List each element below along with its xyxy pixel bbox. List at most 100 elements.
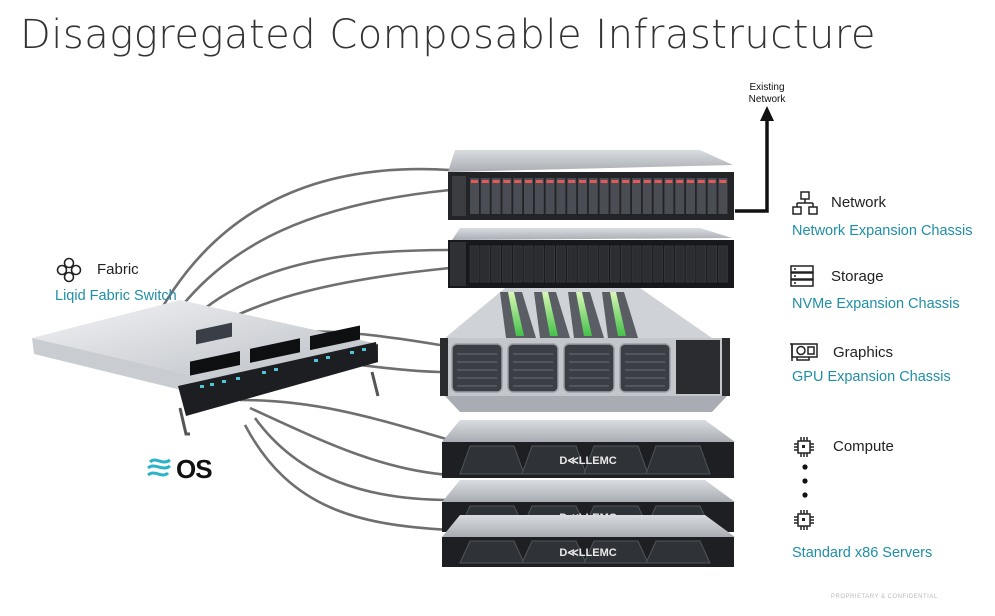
drive-bay bbox=[545, 178, 555, 214]
liqid-logo-icon bbox=[146, 456, 174, 485]
fan-grille bbox=[451, 343, 503, 393]
server-brand-text: D≪LLEMC bbox=[559, 455, 616, 467]
existing-network-line2: Network bbox=[748, 94, 786, 105]
drive-led bbox=[579, 180, 586, 183]
nvme-bay bbox=[502, 245, 512, 283]
drive-bay bbox=[534, 178, 544, 214]
nvme-bay bbox=[631, 245, 642, 283]
nvme-bay bbox=[674, 245, 685, 283]
storage-sub-label: NVMe Expansion Chassis bbox=[792, 296, 960, 312]
drive-led bbox=[514, 180, 522, 183]
drive-bay bbox=[556, 178, 566, 214]
nvme-bay bbox=[577, 245, 588, 283]
storage-chassis bbox=[448, 228, 734, 288]
network-sub-label: Network Expansion Chassis bbox=[792, 223, 973, 239]
server-top bbox=[442, 515, 735, 537]
drive-led bbox=[503, 180, 511, 183]
storage-icon bbox=[790, 265, 814, 292]
drive-bay bbox=[599, 178, 609, 214]
cpu-icon bbox=[792, 508, 816, 537]
drive-led bbox=[719, 180, 727, 183]
nvme-bay bbox=[696, 245, 707, 283]
drive-bay bbox=[675, 178, 685, 214]
nvme-bay bbox=[685, 245, 696, 283]
drive-bay bbox=[707, 178, 717, 214]
drive-led bbox=[611, 180, 619, 183]
fan-grille bbox=[563, 343, 615, 393]
drive-bay bbox=[610, 178, 620, 214]
drive-led bbox=[525, 180, 532, 183]
drive-bay bbox=[567, 178, 577, 214]
nvme-bay bbox=[545, 245, 555, 283]
nvme-bay bbox=[491, 245, 501, 283]
existing-network-arrow bbox=[735, 106, 774, 213]
server-bezel-vent bbox=[459, 540, 525, 564]
gpu-glow bbox=[508, 292, 524, 336]
nvme-bay bbox=[534, 245, 545, 283]
drive-bay bbox=[524, 178, 533, 214]
drive-led bbox=[557, 180, 565, 183]
drive-bay bbox=[696, 178, 706, 214]
drive-led bbox=[589, 180, 597, 183]
drive-bay bbox=[491, 178, 501, 214]
drive-led bbox=[622, 180, 630, 183]
nvme-bay bbox=[620, 245, 631, 283]
drive-bay bbox=[632, 178, 641, 214]
fabric-sub-label: Liqid Fabric Switch bbox=[55, 288, 177, 304]
drive-led bbox=[643, 180, 651, 183]
drive-led bbox=[687, 180, 694, 183]
compute-sub-label: Standard x86 Servers bbox=[792, 545, 933, 561]
existing-network-label: Existing Network bbox=[737, 82, 797, 106]
gpu-glow bbox=[610, 292, 626, 336]
nvme-bay bbox=[512, 245, 523, 283]
network-label: Network bbox=[831, 194, 887, 211]
drive-bay bbox=[480, 178, 490, 214]
nvme-bay bbox=[469, 245, 480, 283]
drive-led bbox=[665, 180, 673, 183]
nvme-bay bbox=[599, 245, 609, 283]
drive-bay bbox=[502, 178, 512, 214]
drive-bay bbox=[578, 178, 587, 214]
drive-led bbox=[535, 180, 543, 183]
drive-bay bbox=[664, 178, 674, 214]
server-bezel-vent bbox=[459, 445, 525, 475]
os-logo-text: OS bbox=[176, 454, 213, 484]
gpu-chassis bbox=[440, 288, 730, 412]
fabric-switch bbox=[32, 300, 380, 436]
nvme-bay bbox=[556, 245, 566, 283]
nvme-bay bbox=[523, 245, 534, 283]
drive-bay bbox=[653, 178, 663, 214]
nvme-bay bbox=[480, 245, 491, 283]
nvme-bay bbox=[566, 245, 577, 283]
nvme-bay bbox=[718, 245, 728, 283]
nvme-bay bbox=[653, 245, 663, 283]
nvme-bay bbox=[588, 245, 599, 283]
drive-led bbox=[546, 180, 554, 183]
graphics-sub-label: GPU Expansion Chassis bbox=[792, 369, 951, 385]
drive-led bbox=[633, 180, 640, 183]
server-top bbox=[442, 420, 735, 442]
confidential-footer: PROPRIETARY & CONFIDENTIAL bbox=[831, 594, 938, 600]
page-title: Disaggregated Composable Infrastructure bbox=[20, 12, 876, 58]
ellipsis-dots-icon bbox=[801, 462, 809, 507]
graphics-label: Graphics bbox=[833, 344, 894, 361]
drive-led bbox=[481, 180, 489, 183]
drive-bay bbox=[470, 178, 479, 214]
network-chassis bbox=[448, 150, 734, 220]
drive-led bbox=[492, 180, 500, 183]
fabric-icon bbox=[56, 257, 82, 288]
drive-led bbox=[471, 180, 478, 183]
drive-led bbox=[697, 180, 705, 183]
existing-network-line1: Existing bbox=[749, 82, 785, 93]
drive-bay bbox=[588, 178, 598, 214]
drive-bay bbox=[718, 178, 728, 214]
fan-grille bbox=[619, 343, 671, 393]
nvme-bay bbox=[642, 245, 653, 283]
fan-grille bbox=[507, 343, 559, 393]
storage-label: Storage bbox=[831, 268, 884, 285]
drive-led bbox=[600, 180, 608, 183]
nvme-bay bbox=[610, 245, 620, 283]
cpu-icon bbox=[792, 435, 816, 464]
